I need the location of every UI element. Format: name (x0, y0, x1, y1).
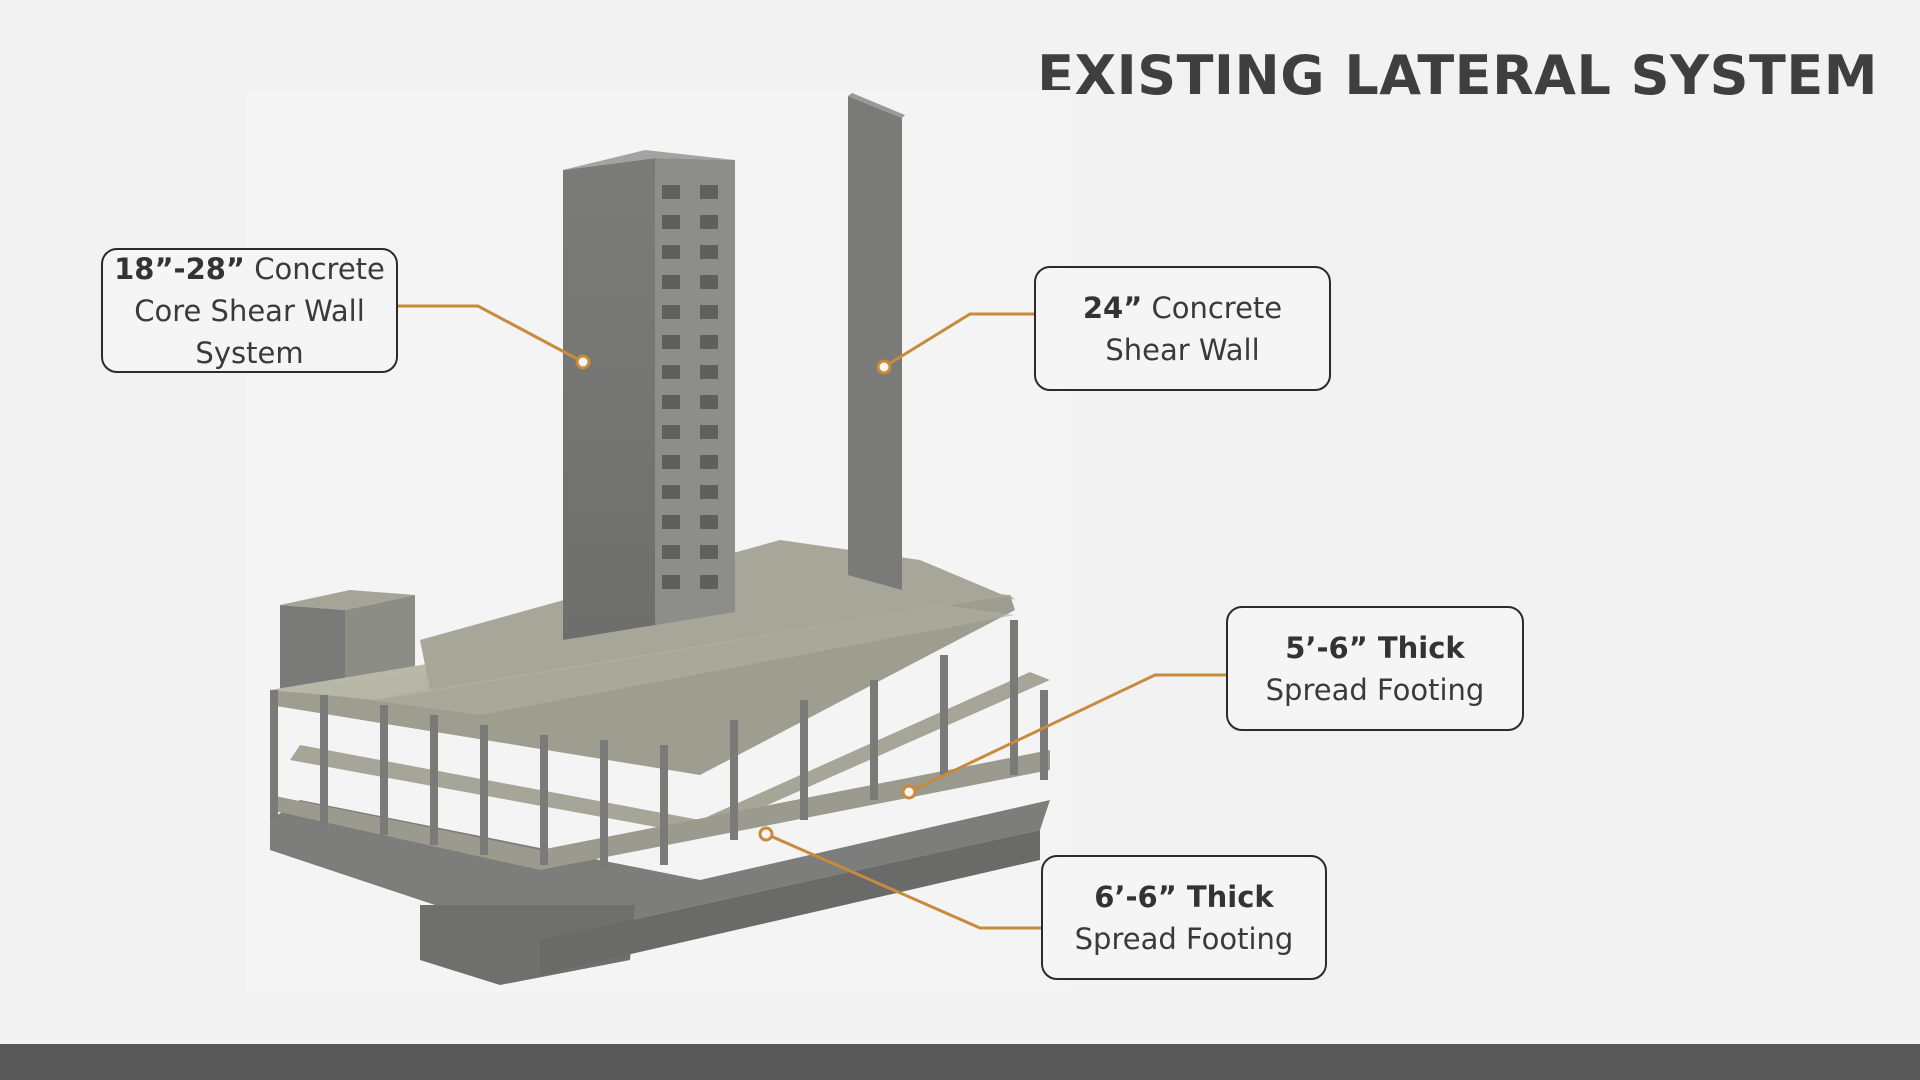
callout-wall-line1: 24” Concrete (1082, 290, 1283, 325)
callout-spread-footing-5-6: 5’-6” Thick Spread Footing (1226, 606, 1524, 731)
leader-points (575, 354, 917, 842)
callout-concrete-shear-wall: 24” Concrete Shear Wall (1034, 266, 1331, 391)
footer-bar (0, 1044, 1920, 1080)
callout-footing1-line1: 5’-6” Thick (1285, 630, 1465, 665)
callout-core-line1: 18”-28” Concrete (114, 251, 385, 286)
callout-spread-footing-6-6: 6’-6” Thick Spread Footing (1041, 855, 1327, 980)
slide-title: EXISTING LATERAL SYSTEM (1037, 44, 1878, 107)
leader-lines (398, 304, 1226, 930)
callout-core-line2: Core Shear Wall (134, 293, 365, 328)
callout-core-line3: System (195, 335, 304, 370)
concrete-core (563, 150, 735, 640)
callout-wall-line2: Shear Wall (1105, 332, 1260, 367)
shear-wall (848, 93, 905, 590)
callout-core-shear-wall: 18”-28” Concrete Core Shear Wall System (101, 248, 398, 373)
callout-footing2-line1: 6’-6” Thick (1094, 879, 1274, 914)
callout-footing2-line2: Spread Footing (1074, 921, 1294, 956)
columns (270, 620, 1048, 870)
callout-footing1-line2: Spread Footing (1265, 672, 1485, 707)
